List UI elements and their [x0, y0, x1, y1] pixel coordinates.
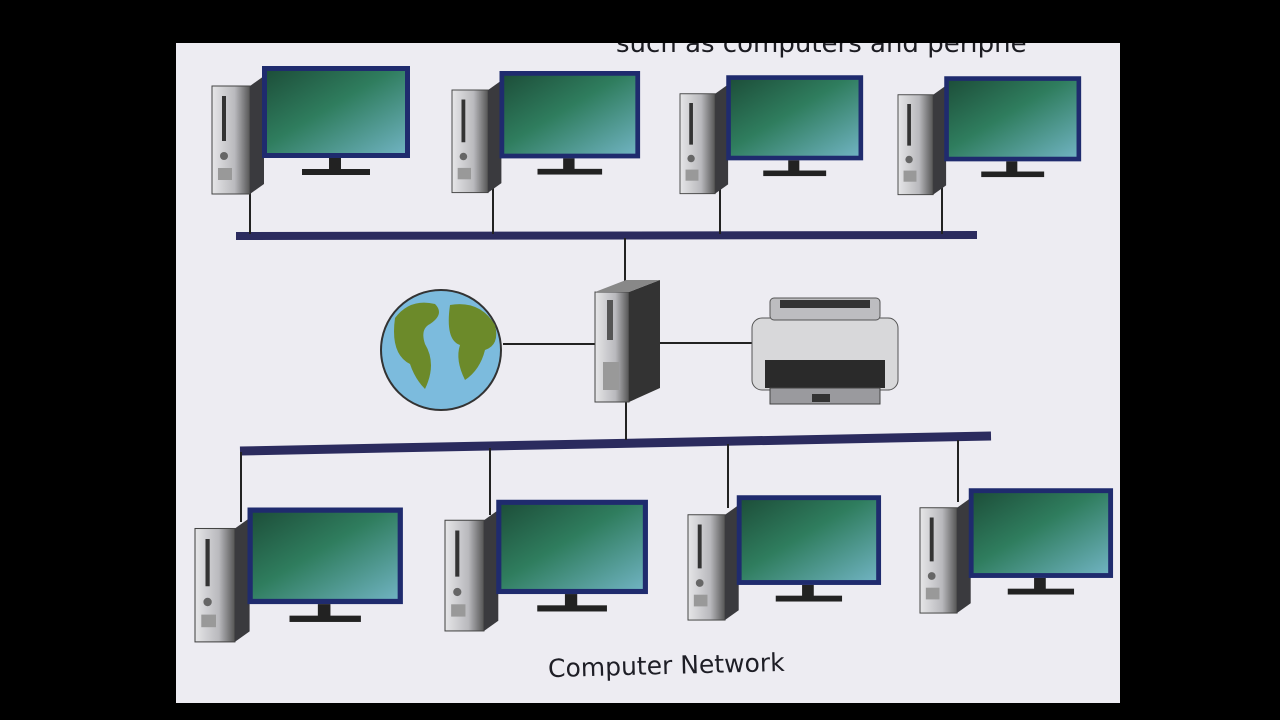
computer-bottom-2 [444, 499, 649, 632]
textbook-page: such as computers and periphe [176, 43, 1120, 703]
bottom-bus-line [239, 431, 992, 456]
partial-text-line: such as computers and periphe [616, 43, 1027, 59]
computer-bottom-3 [687, 494, 882, 621]
computer-bottom-1 [194, 506, 404, 643]
computer-bottom-4 [919, 487, 1114, 614]
diagram-caption: Computer Network [547, 647, 785, 684]
computer-top-4 [897, 75, 1082, 196]
top-bus-line [235, 231, 978, 240]
computer-top-2 [451, 70, 641, 194]
printer-icon [751, 297, 899, 405]
connection-lines [240, 175, 959, 522]
server-icon [594, 280, 660, 403]
network-diagram [194, 65, 1114, 643]
computer-top-1 [211, 65, 411, 195]
globe-icon [380, 289, 502, 411]
computer-top-3 [679, 74, 864, 195]
